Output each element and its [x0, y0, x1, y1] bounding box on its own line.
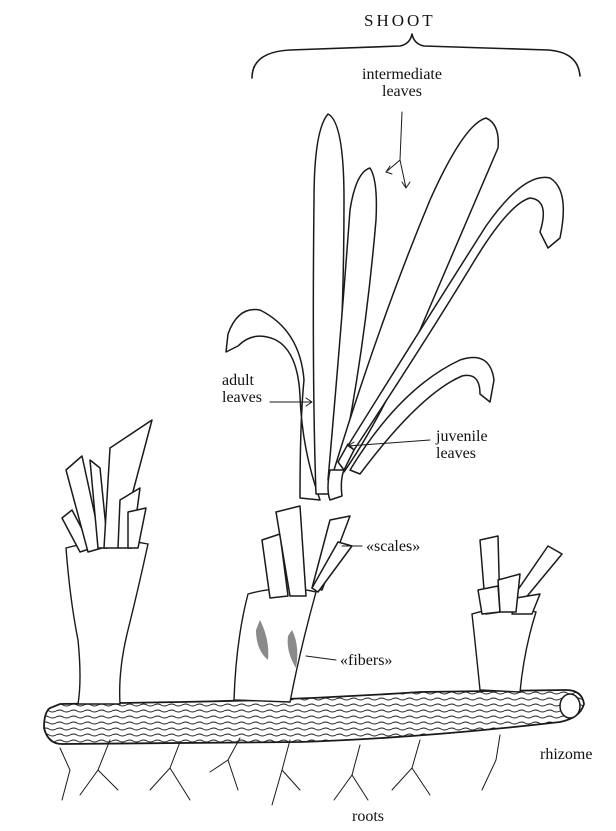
scales — [262, 506, 352, 598]
intermediate-leaves-line-2: leaves — [340, 83, 464, 100]
intermediate-leaves-label: intermediate leaves — [340, 66, 464, 100]
juvenile-leaves-line-1: juvenile — [436, 428, 488, 445]
shoot-label: SHOOT — [364, 12, 436, 29]
juvenile-leaves-line-2: leaves — [436, 445, 488, 462]
main-fibers — [234, 588, 316, 702]
juvenile-leaves-label: juvenile leaves — [436, 428, 488, 462]
adult-leaves-line-2: leaves — [222, 389, 262, 406]
right-shoot — [472, 536, 562, 692]
rhizome-label: rhizome — [540, 746, 592, 763]
scales-label: «scales» — [366, 538, 420, 555]
roots-label: roots — [352, 808, 384, 825]
intermediate-leaves-line-1: intermediate — [340, 66, 464, 83]
left-shoot — [62, 420, 152, 704]
adult-leaves-line-1: adult — [222, 372, 262, 389]
roots — [60, 735, 500, 805]
fibers-label: «fibers» — [340, 652, 392, 669]
rhizome — [44, 690, 584, 744]
adult-leaves-label: adult leaves — [222, 372, 262, 406]
